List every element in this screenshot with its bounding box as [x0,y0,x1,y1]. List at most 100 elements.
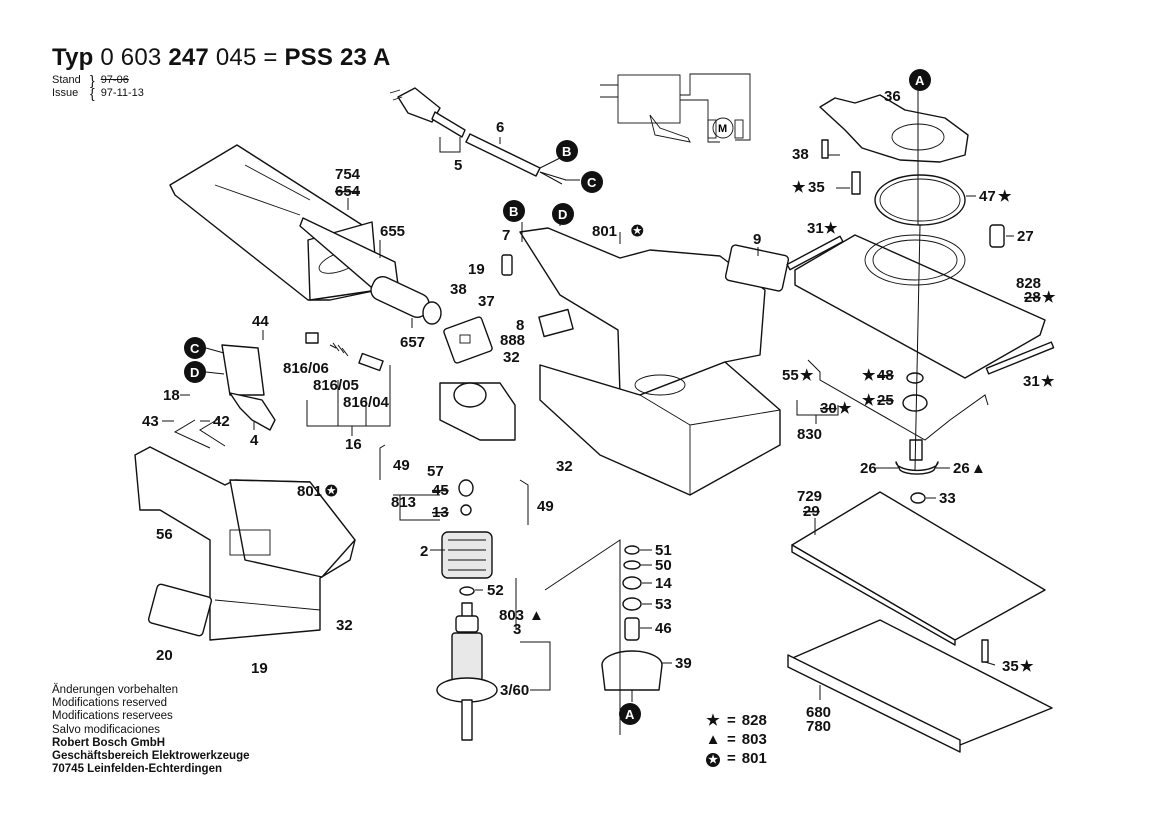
part-label: 754 [335,166,361,183]
legend-equals: = [727,712,736,729]
brush-holder-clip-part[interactable] [305,332,319,344]
legend-equals: = [727,750,736,767]
part-label: 38 [450,281,467,298]
motor-icon: M [718,123,727,135]
screw-part[interactable] [821,139,829,159]
star-icon: ★ [998,188,1012,205]
power-cord-part[interactable] [389,87,567,185]
part-label: 26 [860,460,877,477]
part-label: 35 [1002,658,1019,675]
footer-line: Modifications reservees [52,710,173,723]
callout-d-cord: D [552,203,574,225]
ball-bearing-part[interactable] [902,394,928,412]
svg-text:B: B [562,144,571,159]
part-label: 36 [884,88,901,105]
revision-info: Stand}97-06 Issue{97-11-13 [52,72,144,101]
part-label: 4 [250,432,259,449]
washer-part[interactable] [906,372,924,384]
carbon-brush-part[interactable] [358,352,384,372]
svg-text:D: D [558,207,567,222]
cam-plate-part[interactable] [819,94,969,163]
part-label: 51 [655,542,672,559]
part-label: 654 [335,183,361,200]
bearing-block-part[interactable] [439,382,516,441]
felt-strip-part[interactable] [786,235,844,271]
plug-part[interactable] [989,224,1005,248]
bearing-part[interactable] [460,504,472,516]
armature-part[interactable] [436,602,498,741]
stator-field-part[interactable] [441,531,493,579]
base-frame-part[interactable] [794,234,1046,379]
part-label: 8 [516,317,524,334]
star-icon: ★ [706,712,720,729]
screw-part[interactable] [981,639,989,663]
part-label: 48 [877,367,894,384]
legend-equals: = [727,731,736,748]
footer-notice: Änderungen vorbehalten Modifications res… [52,684,250,776]
sanding-sheet-part[interactable] [787,619,1053,753]
diagram-title: Typ 0 603 247 045 = PSS 23 A [52,44,391,72]
handle-housing-part[interactable] [134,446,356,641]
part-label: 3/60 [500,682,529,699]
label-plate-part[interactable] [538,308,574,338]
strain-relief-part[interactable] [501,254,513,276]
part-label: 657 [400,334,425,351]
nut-part[interactable] [910,492,926,504]
window-cover-part[interactable] [724,244,790,292]
bearing-part[interactable] [458,479,474,497]
svg-text:C: C [587,175,597,190]
part-label: 49 [537,498,554,515]
stand-old-date: 97-06 [100,74,129,86]
eccentric-part[interactable] [895,439,939,475]
part-label: 801 [297,483,322,500]
dust-bag-part[interactable] [169,144,401,306]
sanding-pad-part[interactable] [791,491,1046,646]
legend-row-triangle: ▲ = 803 [705,730,767,749]
part-label: 830 [797,426,822,443]
felt-strip-part[interactable] [985,341,1055,375]
part-label: 6 [496,119,504,136]
star-icon: ★ [800,367,814,384]
part-label: 14 [655,575,672,592]
callout-a-top: A [909,69,931,91]
spring-wire-part[interactable] [807,359,989,441]
brace-icon: } [90,72,95,88]
circled-star-icon: ✪ [631,223,644,240]
brace-icon: { [90,85,95,101]
part-label: 32 [503,349,520,366]
callout-c-cord: C [581,171,603,193]
label-plate-part[interactable] [147,583,213,637]
callout-b-handle: B [503,200,525,222]
star-icon: ★ [1041,373,1055,390]
part-label: 27 [1017,228,1034,245]
seal-ring-part[interactable] [874,174,966,226]
brush-spring-part[interactable] [329,342,349,357]
wire-bracket-part[interactable] [173,419,211,449]
motor-housing-part[interactable] [519,227,781,496]
cover-plate-part[interactable] [443,316,493,364]
part-label: 28 [1024,289,1041,306]
star-icon: ★ [824,220,838,237]
part-label: 9 [753,231,761,248]
wire-part[interactable] [519,479,529,525]
dust-adapter-part[interactable] [368,273,442,325]
part-label: 39 [675,655,692,672]
part-label: 18 [163,387,180,404]
part-label: 32 [336,617,353,634]
equals-sign: = [263,44,278,71]
part-label: 801 [592,223,617,240]
part-label: 37 [478,293,495,310]
part-label: 57 [427,463,444,480]
part-label: 50 [655,557,672,574]
wire-part[interactable] [379,444,386,480]
switch-part[interactable] [221,344,276,431]
gear-stack-part[interactable] [601,545,663,691]
part-label: 816/05 [313,377,359,394]
part-label: 38 [792,146,809,163]
part-labels: 754 654 655 657 5 6 7 19 38 37 888 8 32 … [142,88,1056,735]
wiring-schematic: M [600,73,751,143]
washer-part[interactable] [459,586,475,596]
wire-bracket-part[interactable] [199,417,226,447]
part-number-middle: 247 [168,44,209,71]
screw-part[interactable] [851,171,861,195]
